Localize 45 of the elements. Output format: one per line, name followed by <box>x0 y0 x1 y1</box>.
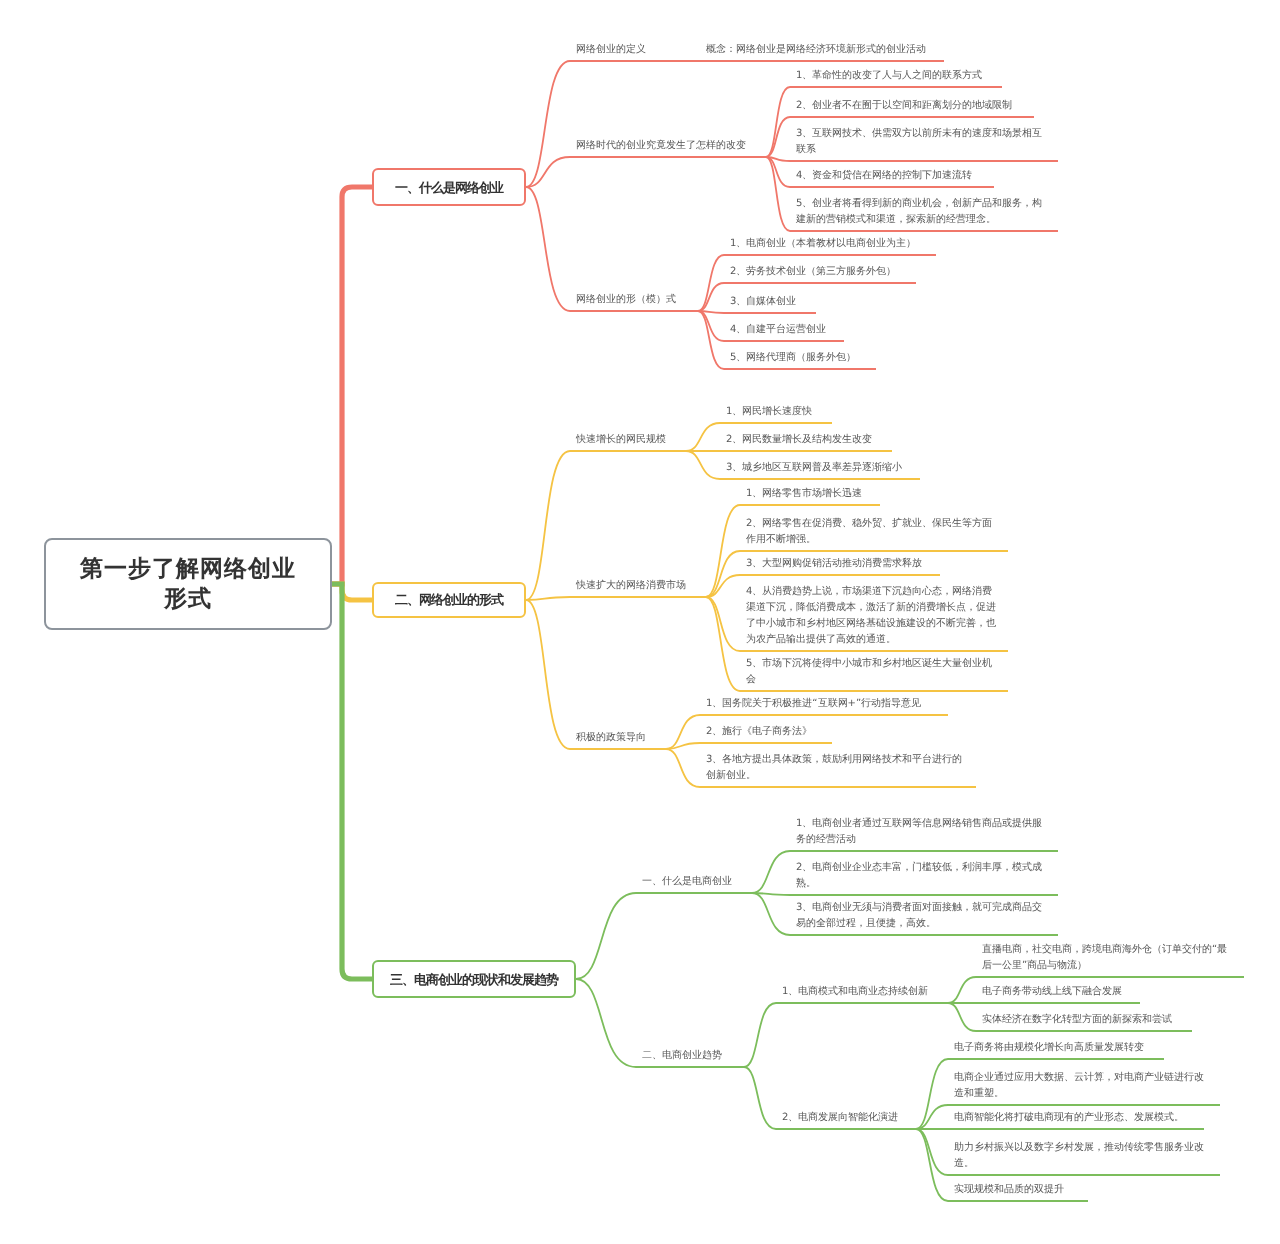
branch-line <box>697 310 725 342</box>
branch-line <box>697 254 725 312</box>
branch-line <box>705 574 741 598</box>
branch-line <box>705 596 741 692</box>
branch-line <box>665 742 701 750</box>
branch-line <box>947 1002 977 1004</box>
branch-line <box>575 978 637 1068</box>
branch-line <box>915 1128 949 1130</box>
branch-line <box>665 714 701 750</box>
branch-line <box>915 1058 949 1130</box>
branch-line <box>697 310 725 370</box>
branch-line <box>525 186 571 312</box>
branch-line <box>705 596 741 652</box>
branch-line <box>915 1128 949 1202</box>
branch-line <box>525 156 571 188</box>
branch-line <box>765 116 791 158</box>
branch-line <box>947 976 977 1004</box>
branch-line <box>697 310 725 314</box>
branch-line <box>915 1104 949 1130</box>
branch-line <box>743 1002 777 1068</box>
branch-line <box>915 1128 949 1176</box>
branch-line <box>751 892 791 896</box>
branch-line <box>705 504 741 598</box>
branch-line <box>697 282 725 312</box>
branch-line <box>705 550 741 598</box>
branch-line <box>685 450 721 452</box>
branch-line <box>575 892 637 980</box>
branch-line <box>525 596 571 601</box>
branch-line <box>329 581 375 982</box>
branch-line <box>765 156 791 162</box>
branch-line <box>525 450 571 601</box>
branch-line <box>685 450 721 480</box>
branch-line <box>525 599 571 750</box>
branch-line <box>665 60 701 62</box>
branch-line <box>751 892 791 936</box>
branch-line <box>685 422 721 452</box>
central-topic-box: 第一步了解网络创业形式 <box>44 538 332 630</box>
branch-line <box>765 156 791 232</box>
branch-line <box>525 60 571 188</box>
branch-line <box>743 1066 777 1130</box>
branch-line <box>751 850 791 894</box>
branch-line <box>765 156 791 188</box>
branch-line <box>665 748 701 788</box>
branch-line <box>765 86 791 158</box>
branch-line <box>947 1002 977 1032</box>
